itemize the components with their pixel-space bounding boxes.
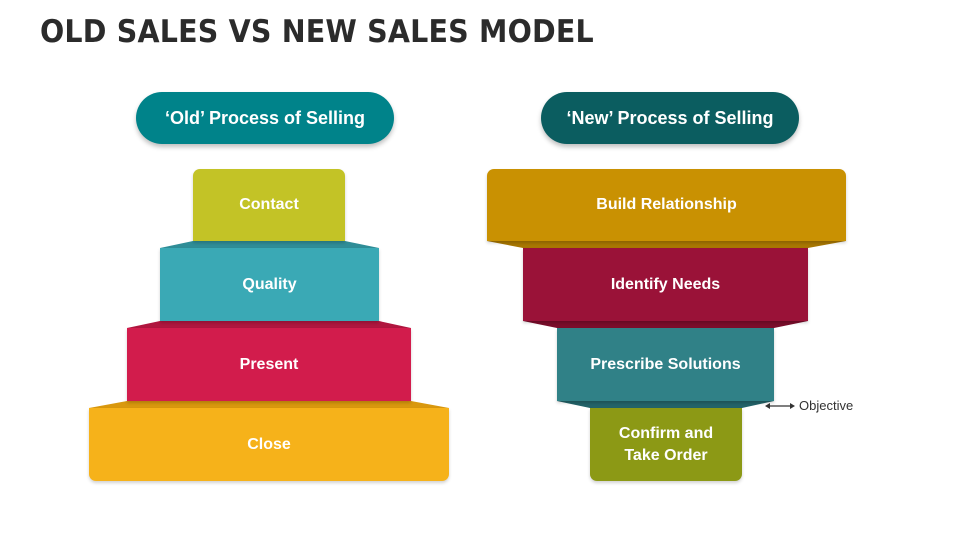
new-step-confirm-take-order: Confirm and Take Order [590, 408, 742, 481]
new-step-label: Build Relationship [596, 196, 737, 214]
old-step-label: Close [247, 435, 291, 453]
double-arrow-icon [765, 402, 795, 409]
close-bevel [89, 401, 449, 408]
old-step-contact: Contact [193, 169, 345, 241]
new-process-header: ‘New’ Process of Selling [541, 92, 799, 144]
prescribe-solutions-bevel [557, 401, 774, 408]
old-step-quality: Quality [160, 248, 379, 321]
old-step-label: Present [239, 355, 299, 373]
new-step-label: Prescribe Solutions [590, 355, 741, 373]
new-step-identify-needs: Identify Needs [523, 248, 808, 321]
old-process-header: ‘Old’ Process of Selling [136, 92, 394, 144]
quality-bevel [160, 241, 379, 248]
new-step-prescribe-solutions: Prescribe Solutions [557, 328, 774, 401]
new-step-label: Identify Needs [610, 275, 721, 293]
new-step-build-relationship: Build Relationship [487, 169, 846, 241]
old-step-close: Close [89, 408, 449, 481]
page-title: OLD SALES VS NEW SALES MODEL [40, 14, 594, 50]
identify-needs-bevel [523, 321, 808, 328]
objective-label: Objective [799, 398, 854, 413]
present-bevel [127, 321, 411, 328]
old-step-present: Present [127, 328, 411, 401]
old-step-label: Quality [242, 275, 297, 293]
new-process-header-label: ‘New’ Process of Selling [566, 107, 774, 128]
old-process-header-label: ‘Old’ Process of Selling [164, 107, 366, 128]
objective-annotation: Objective [765, 398, 853, 413]
build-relationship-bevel [487, 241, 846, 248]
new-step-label: Confirm and Take Order [618, 424, 714, 464]
old-step-label: Contact [239, 196, 299, 214]
